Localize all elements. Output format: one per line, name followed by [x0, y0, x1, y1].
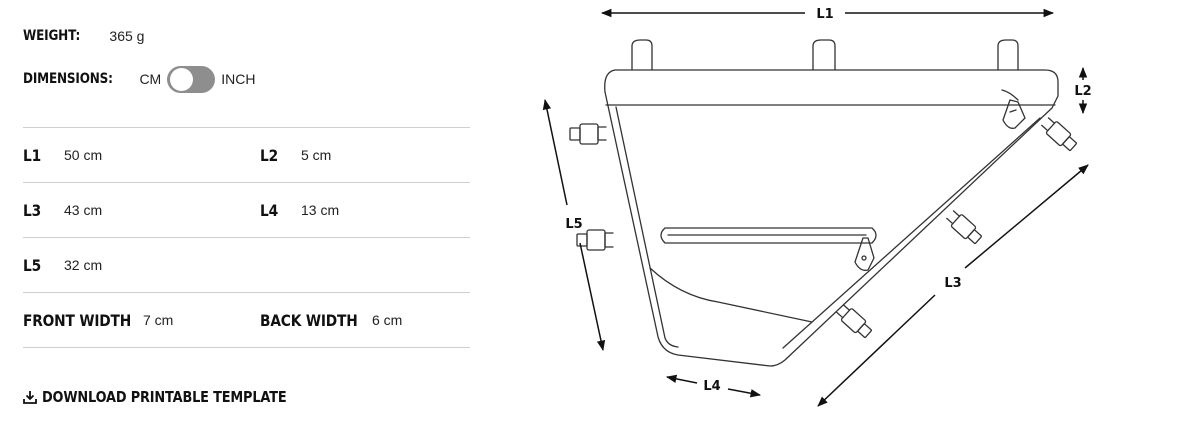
- dimension-label: FRONT WIDTH: [23, 310, 132, 330]
- dimension-label: L4: [260, 200, 279, 220]
- dimension-value: 6 cm: [372, 312, 403, 328]
- dimension-label: BACK WIDTH: [260, 310, 358, 330]
- dimension-cell: FRONT WIDTH 7 cm: [23, 293, 173, 347]
- table-row: L5 32 cm: [23, 237, 470, 292]
- weight-row: WEIGHT: 365 g: [23, 28, 144, 44]
- unit-cm-label: CM: [139, 71, 162, 87]
- l2-label: L2: [1074, 84, 1091, 99]
- dimension-label: L3: [23, 200, 42, 220]
- dimension-cell: L3 43 cm: [23, 183, 102, 237]
- dimension-cell: L5 32 cm: [23, 238, 102, 292]
- dimension-cell: BACK WIDTH 6 cm: [260, 293, 402, 347]
- frame-bag-diagram: L1 L2 L3 L4 L5: [542, 7, 1092, 407]
- unit-toggle[interactable]: [167, 65, 216, 93]
- dimension-cell: L4 13 cm: [260, 183, 339, 237]
- l5-label: L5: [565, 217, 582, 232]
- l4-arrow-left: [665, 374, 698, 384]
- dimension-label: L5: [23, 255, 42, 275]
- unit-inch-label: INCH: [221, 71, 256, 87]
- l3-label: L3: [944, 276, 961, 291]
- l4-arrow-right: [727, 388, 762, 398]
- dimensions-label: DIMENSIONS:: [23, 71, 113, 87]
- download-label: DOWNLOAD PRINTABLE TEMPLATE: [42, 388, 287, 406]
- table-row: L1 50 cm L2 5 cm: [23, 127, 470, 182]
- table-row: L3 43 cm L4 13 cm: [23, 182, 470, 237]
- dimension-label: L2: [260, 145, 279, 165]
- l4-label: L4: [703, 379, 720, 394]
- table-row: FRONT WIDTH 7 cm BACK WIDTH 6 cm: [23, 292, 470, 348]
- l5-arrow-up: [542, 98, 568, 206]
- dimension-value: 5 cm: [301, 147, 332, 163]
- dimension-value: 43 cm: [64, 202, 103, 218]
- dimensions-row: DIMENSIONS: CM INCH: [23, 64, 255, 94]
- l1-label: L1: [816, 7, 833, 22]
- dimensions-table: L1 50 cm L2 5 cm L3 43 cm L4 13 cm L5 32…: [23, 127, 470, 348]
- toggle-knob: [170, 67, 194, 91]
- dimension-value: 7 cm: [143, 312, 174, 328]
- dimension-value: 50 cm: [64, 147, 103, 163]
- dimension-cell: L1 50 cm: [23, 128, 102, 182]
- weight-value: 365 g: [109, 28, 145, 44]
- l5-arrow-down: [579, 242, 606, 352]
- download-icon: [23, 391, 37, 404]
- dimension-value: 32 cm: [64, 257, 103, 273]
- dimension-value: 13 cm: [301, 202, 340, 218]
- weight-label: WEIGHT:: [23, 28, 81, 44]
- l3-arrow-up: [964, 164, 1089, 269]
- dimension-label: L1: [23, 145, 42, 165]
- l3-arrow-down: [817, 294, 936, 407]
- dimension-cell: L2 5 cm: [260, 128, 331, 182]
- download-template-link[interactable]: DOWNLOAD PRINTABLE TEMPLATE: [23, 388, 326, 406]
